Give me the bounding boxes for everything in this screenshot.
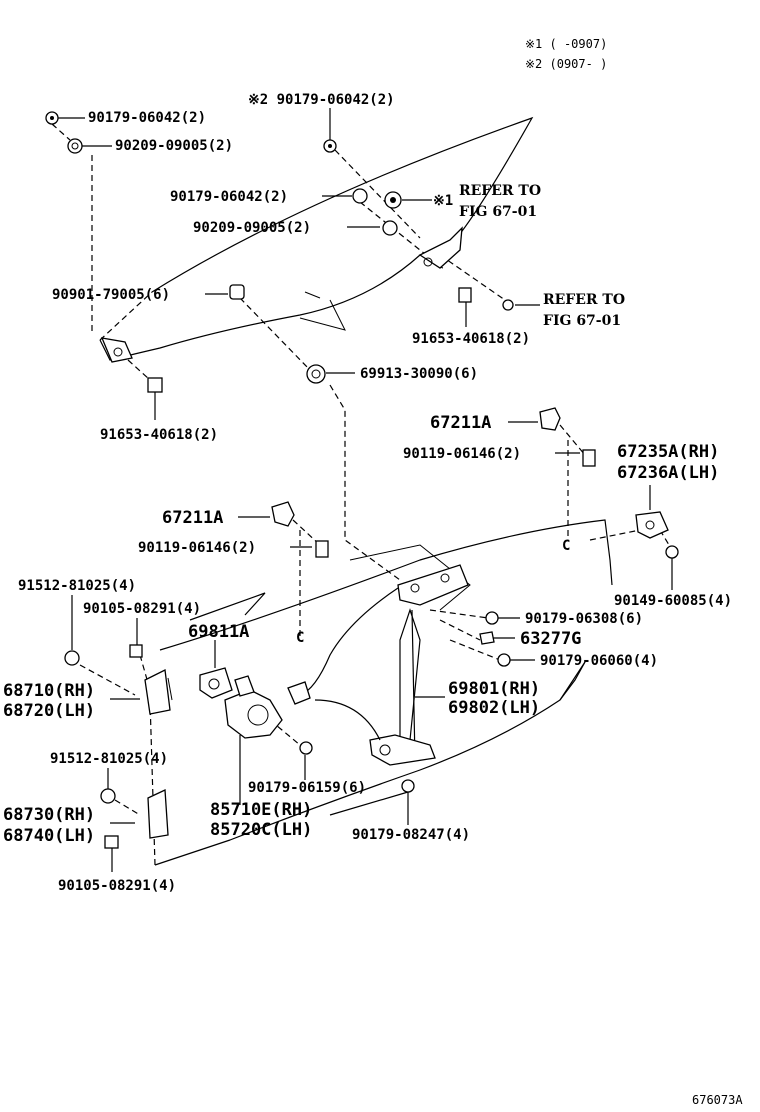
label-69913-30090: 69913-30090(6) [360, 366, 478, 382]
figure-code: 676073A [692, 1093, 743, 1107]
label-90179-06159: 90179-06159(6) [248, 780, 366, 796]
bolt-91512-81025-b [100, 788, 116, 804]
bolt-91653-40618-b [147, 377, 163, 393]
label-90119-06146-b: 90119-06146(2) [138, 540, 256, 556]
stopper-67211A-mid [271, 501, 295, 527]
label-67211A-a: 67211A [430, 413, 491, 433]
label-67235A: 67235A(RH) [617, 442, 719, 462]
label-68710: 68710(RH) [3, 681, 95, 701]
label-91512-81025-a: 91512-81025(4) [18, 578, 136, 594]
glass-bracket-left [100, 337, 133, 363]
label-90179-06042-b: ※2 90179-06042(2) [248, 92, 395, 108]
label-mark-1: ※1 [433, 193, 453, 209]
label-c-2: C [562, 538, 570, 554]
bracket-68710 [144, 669, 173, 715]
label-refer-1-a: REFER TO [459, 183, 541, 199]
label-90105-08291-b: 90105-08291(4) [58, 878, 176, 894]
label-90179-06060: 90179-06060(4) [540, 653, 658, 669]
label-85710E: 85710E(RH) [210, 800, 312, 820]
label-c-1: C [296, 630, 304, 646]
bolt-90179-06042-b [323, 139, 337, 153]
door-glass [99, 116, 534, 361]
label-refer-2-b: FIG 67-01 [543, 313, 621, 329]
label-91653-40618-b: 91653-40618(2) [100, 427, 218, 443]
label-90901-79005: 90901-79005(6) [52, 287, 170, 303]
bolt-91512-81025-a [64, 650, 80, 666]
part-labels: 90179-06042(2) 90209-09005(2) ※2 90179-0… [3, 92, 743, 1107]
screw-refer [502, 299, 514, 311]
glass-bracket-right [418, 226, 463, 269]
label-68740: 68740(LH) [3, 826, 95, 846]
label-85720C: 85720C(LH) [210, 820, 312, 840]
nut-90179-06159 [299, 741, 313, 755]
nut-90179-06308 [485, 611, 499, 625]
screw-90149-60085 [665, 545, 679, 559]
label-90179-06042-c: 90179-06042(2) [170, 189, 288, 205]
washer-ring-1 [384, 191, 402, 209]
note-1: ※1 ( -0907) [525, 37, 607, 51]
stopper-67211A-right [539, 407, 561, 431]
bolt-90179-06042-a [45, 111, 59, 125]
label-90179-06308: 90179-06308(6) [525, 611, 643, 627]
spacer-69913-30090 [306, 364, 326, 384]
label-69811A: 69811A [188, 622, 249, 642]
door-panel-outline [149, 519, 613, 866]
label-91512-81025-b: 91512-81025(4) [50, 751, 168, 767]
bolt-90119-06146-a [582, 449, 596, 467]
nut-90179-06060 [497, 653, 511, 667]
label-90209-09005-b: 90209-09005(2) [193, 220, 311, 236]
label-90179-08247: 90179-08247(4) [352, 827, 470, 843]
bolt-90179-06042-c [352, 188, 368, 204]
label-90179-06042-a: 90179-06042(2) [88, 110, 206, 126]
bolt-90105-08291-b [104, 835, 119, 849]
note-2: ※2 (0907- ) [525, 57, 607, 71]
label-91653-40618-a: 91653-40618(2) [412, 331, 530, 347]
label-67211A-b: 67211A [162, 508, 223, 528]
label-68730: 68730(RH) [3, 805, 95, 825]
label-refer-2-a: REFER TO [543, 292, 625, 308]
nut-90179-08247 [401, 779, 415, 793]
label-68720: 68720(LH) [3, 701, 95, 721]
washer-90209-09005-a [67, 138, 83, 154]
clip-63277G [479, 631, 495, 645]
label-90119-06146-a: 90119-06146(2) [403, 446, 521, 462]
label-69801: 69801(RH) [448, 679, 540, 699]
notes: ※1 ( -0907) ※2 (0907- ) [525, 37, 607, 71]
window-regulator-69801 [287, 564, 469, 766]
bolt-90119-06146-b [315, 540, 329, 558]
clip-90901-79005 [229, 284, 245, 300]
parts [45, 111, 679, 849]
label-90149-60085: 90149-60085(4) [614, 593, 732, 609]
motor-85710E [224, 675, 283, 739]
label-refer-1-b: FIG 67-01 [459, 204, 537, 220]
bolt-91653-40618-a [458, 287, 472, 303]
label-67236A: 67236A(LH) [617, 463, 719, 483]
washer-90209-09005-b [382, 220, 398, 236]
label-69802: 69802(LH) [448, 698, 540, 718]
roller-67235A [635, 511, 669, 539]
label-90105-08291-a: 90105-08291(4) [83, 601, 201, 617]
bolt-90105-08291-a [129, 644, 143, 658]
bracket-68730 [147, 789, 169, 839]
cam-69811A [199, 667, 233, 699]
label-90209-09005-a: 90209-09005(2) [115, 138, 233, 154]
label-63277G: 63277G [520, 629, 581, 649]
